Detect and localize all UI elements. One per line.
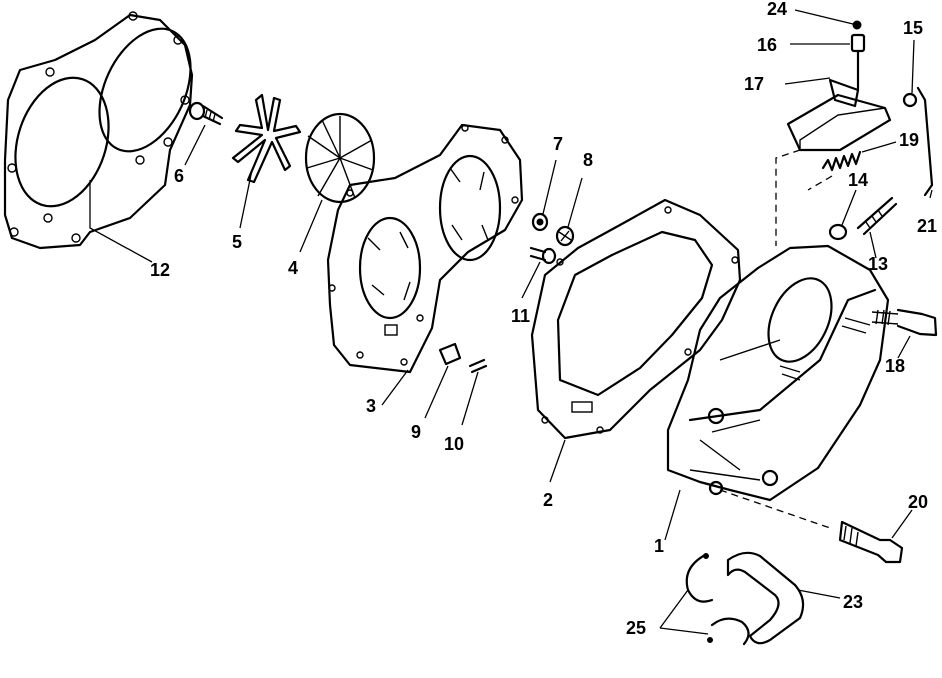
bushing-17 xyxy=(790,33,866,92)
nut-8 xyxy=(555,177,583,247)
callout-12: 12 xyxy=(150,260,170,280)
screw-6 xyxy=(184,101,224,166)
callout-4: 4 xyxy=(288,258,298,278)
washer-14 xyxy=(828,189,857,241)
callout-20: 23 xyxy=(843,592,863,612)
impeller-5 xyxy=(231,93,302,229)
hose-20 xyxy=(726,551,841,645)
rod-24 xyxy=(916,86,934,199)
callout-14: 14 xyxy=(848,170,868,190)
gasket-12 xyxy=(3,11,194,263)
callout-11: 11 xyxy=(511,306,530,326)
housing-1 xyxy=(664,244,890,541)
callout-24: 21 xyxy=(917,216,937,236)
callout-2: 2 xyxy=(543,490,553,510)
callout-16: 17 xyxy=(744,74,764,94)
callout-15: 15 xyxy=(903,18,923,38)
ball-18 xyxy=(794,9,862,30)
callout-10: 10 xyxy=(444,434,464,454)
screw-11 xyxy=(521,246,557,299)
callout-13: 13 xyxy=(868,254,888,274)
plate-3 xyxy=(326,123,524,406)
callout-18: 24 xyxy=(767,0,787,19)
nut-15 xyxy=(902,39,918,108)
callout-7: 7 xyxy=(553,134,563,154)
callout-25: 25 xyxy=(626,618,646,638)
gasket-2 xyxy=(530,198,742,483)
guide-line xyxy=(775,149,801,246)
lever-16 xyxy=(784,77,892,152)
callout-9: 9 xyxy=(411,422,421,442)
clamp-25 xyxy=(659,553,750,646)
guide-line xyxy=(807,175,833,191)
spring-19 xyxy=(821,141,897,172)
callout-21: 18 xyxy=(885,356,905,376)
screw-13 xyxy=(856,196,898,259)
valve-4 xyxy=(299,112,376,253)
callout-23: 20 xyxy=(908,492,928,512)
screw-10 xyxy=(461,358,488,426)
pin-9 xyxy=(424,342,462,419)
callout-6: 6 xyxy=(174,166,184,186)
callout-19: 19 xyxy=(899,130,919,150)
bolt-23 xyxy=(838,509,913,564)
callout-17: 16 xyxy=(757,35,777,55)
callout-1: 1 xyxy=(654,536,664,556)
callout-8: 8 xyxy=(583,150,593,170)
washer-7 xyxy=(531,159,557,232)
callout-5: 5 xyxy=(232,232,242,252)
bolt-21 xyxy=(871,308,938,359)
callout-3: 3 xyxy=(366,396,376,416)
